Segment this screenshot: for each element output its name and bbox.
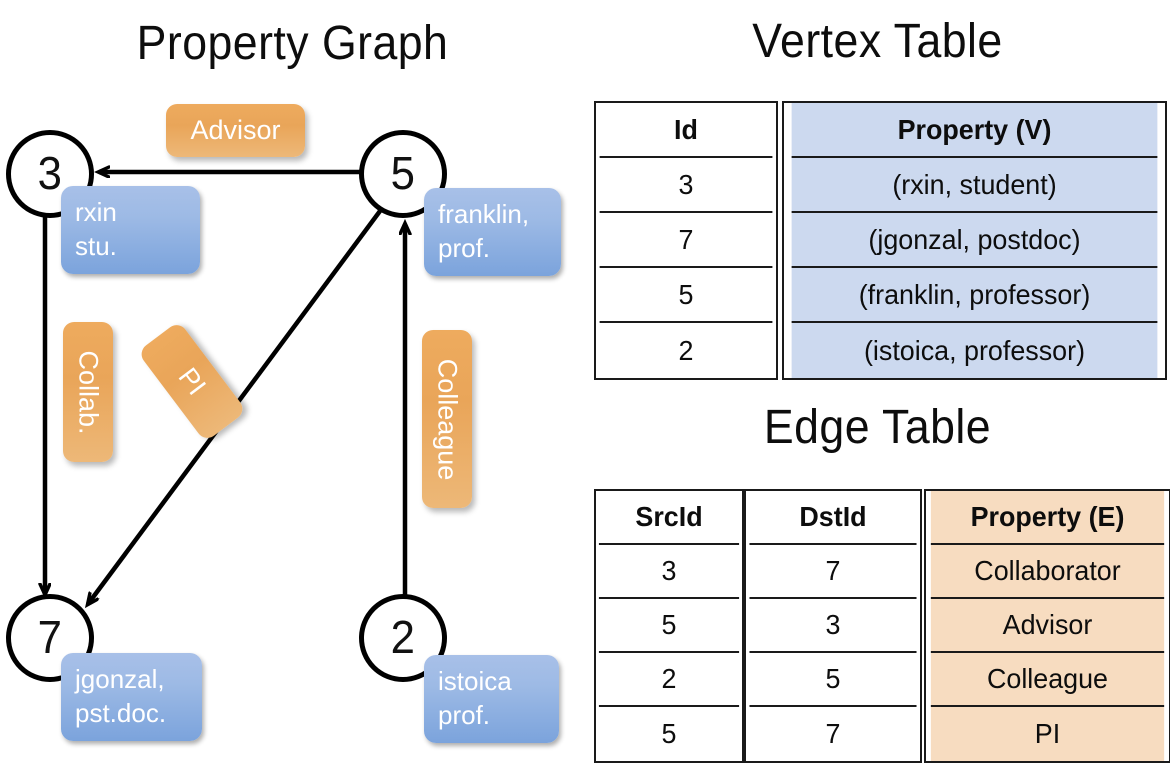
table-cell: PI	[930, 707, 1165, 761]
table-cell: 3	[749, 599, 917, 653]
edge-label-colleague: Colleague	[422, 330, 472, 508]
table-cell: (jgonzal, postdoc)	[791, 213, 1158, 268]
vertex-table-header-id: Id	[599, 103, 773, 158]
edge-label-collab: Collab.	[63, 322, 113, 462]
edge-table-col-dstid: DstId 7 3 5 7	[744, 489, 922, 763]
table-cell: 2	[678, 334, 694, 366]
node-property-box-2: istoica prof.	[424, 655, 559, 743]
vertex-table-col-property: Property (V) (rxin, student) (jgonzal, p…	[782, 101, 1167, 380]
node-property-line: prof.	[438, 700, 491, 731]
node-property-line: pst.doc.	[75, 698, 167, 729]
page-title-edge-table: Edge Table	[763, 401, 992, 454]
graph-node-7-label: 7	[37, 611, 63, 663]
table-cell: 5	[749, 653, 917, 707]
property-graph-panel: Property Graph 3 5 7 2 rxin stu. frankli…	[0, 0, 585, 760]
edge-table-header-dstid: DstId	[749, 491, 917, 545]
page-title-vertex-table: Vertex Table	[752, 15, 1003, 68]
graph-node-2[interactable]: 2	[359, 594, 447, 682]
table-cell: 2	[598, 653, 740, 707]
graph-node-5[interactable]: 5	[359, 130, 447, 218]
table-cell: (istoica, professor)	[791, 323, 1158, 378]
node-property-line: prof.	[438, 233, 491, 264]
table-cell: 5	[661, 718, 677, 749]
node-property-box-5: franklin, prof.	[424, 188, 561, 276]
edge-label-pi-text: PI	[172, 361, 213, 401]
edge-table-header-property: Property (E)	[930, 491, 1165, 545]
vertex-table-header-property: Property (V)	[791, 103, 1158, 158]
page-title-property-graph: Property Graph	[136, 17, 449, 70]
node-property-line: franklin,	[438, 199, 530, 229]
table-cell: 7	[825, 718, 841, 749]
table-cell: 7	[599, 213, 773, 268]
table-cell: Advisor	[930, 599, 1165, 653]
table-cell: 5	[598, 599, 740, 653]
table-cell: 5	[599, 268, 773, 323]
node-property-box-7: jgonzal, pst.doc.	[61, 653, 202, 741]
table-cell: (rxin, student)	[791, 158, 1158, 213]
table-cell: Colleague	[930, 653, 1165, 707]
vertex-table: Id 3 7 5 2 Property (V) (rxin, student) …	[594, 101, 1167, 380]
edge-label-advisor: Advisor	[166, 104, 305, 157]
edge-label-advisor-text: Advisor	[190, 115, 281, 145]
edge-table-header-srcid: SrcId	[598, 491, 740, 545]
edge-label-collab-text: Collab.	[73, 349, 104, 435]
edge-label-colleague-text: Colleague	[432, 358, 463, 480]
table-cell: 3	[598, 545, 740, 599]
node-property-line: istoica	[438, 666, 512, 696]
graph-node-5-label: 5	[390, 147, 416, 199]
vertex-table-col-id: Id 3 7 5 2	[594, 101, 778, 380]
table-cell: 7	[749, 545, 917, 599]
table-cell: (franklin, professor)	[791, 268, 1158, 323]
edge-table-col-srcid: SrcId 3 5 2 5	[594, 489, 744, 763]
node-property-box-3: rxin stu.	[61, 186, 200, 274]
edge-table: SrcId 3 5 2 5 DstId 7 3 5 7 Property (E)…	[594, 489, 1170, 763]
table-cell: 3	[599, 158, 773, 213]
node-property-line: rxin	[75, 197, 117, 227]
edge-table-col-property: Property (E) Collaborator Advisor Collea…	[924, 489, 1170, 763]
node-property-line: stu.	[75, 231, 117, 262]
table-cell: Collaborator	[930, 545, 1165, 599]
graph-node-3-label: 3	[37, 147, 63, 199]
graph-node-2-label: 2	[390, 611, 416, 663]
node-property-line: jgonzal,	[75, 664, 165, 694]
